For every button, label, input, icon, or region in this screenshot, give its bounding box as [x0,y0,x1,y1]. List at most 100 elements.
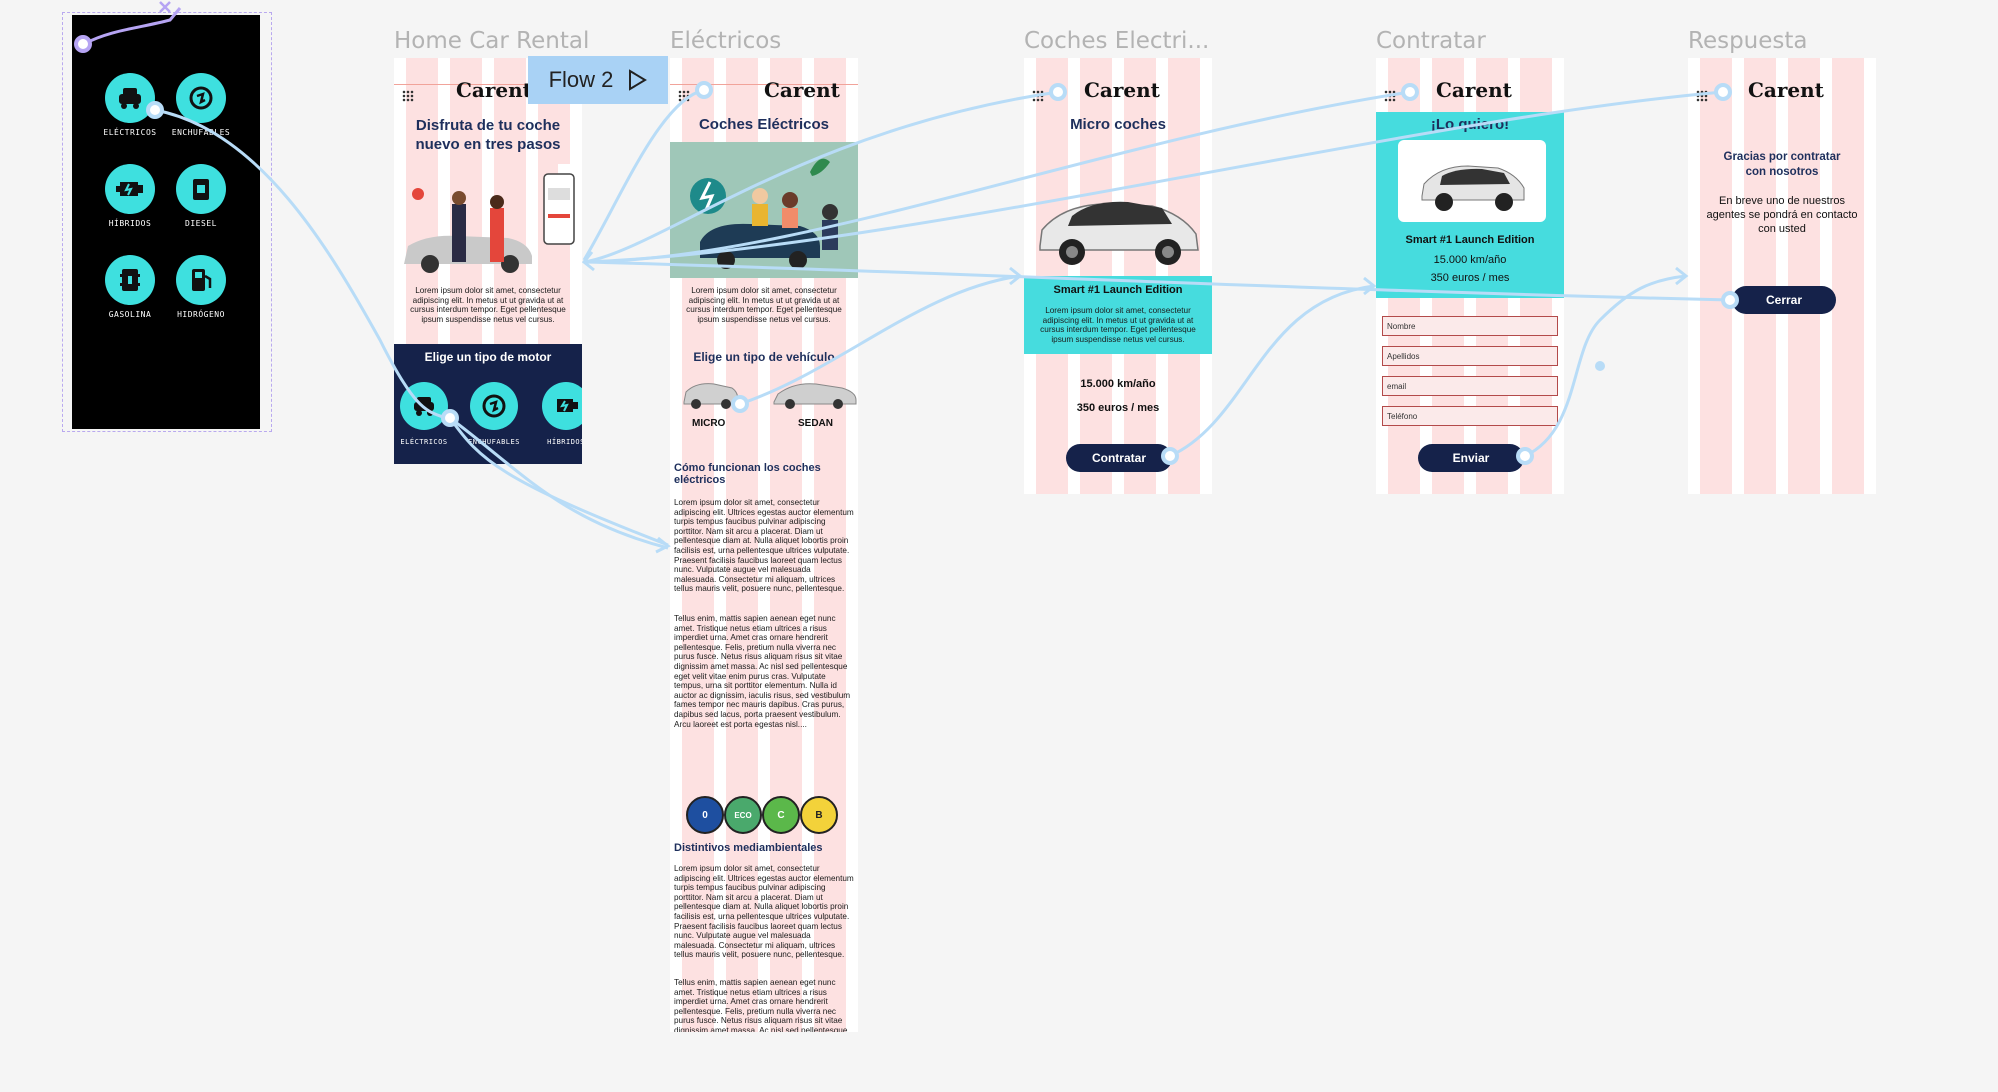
fuel-barrel-icon [120,269,140,291]
menu-item-hibridos[interactable] [105,164,155,214]
menu-label: HÍBRIDOS [108,219,152,228]
prototype-connector-start [83,7,182,46]
smart-car-image [1421,165,1525,211]
electric-hero-illustration [670,142,858,278]
frame-contratar: Carent ¡Lo quiero! Smart #1 Launch Editi… [1376,58,1564,494]
menu-label: DIESEL [185,219,217,228]
page-title: ¡Lo quiero! [1430,116,1510,133]
connector-handle[interactable] [1161,447,1179,465]
car-km: 15.000 km/año [1433,254,1507,266]
confirmation-message: En breve uno de nuestros agentes se pond… [1706,195,1858,235]
frame-title-coches[interactable]: Coches Electri... [1024,28,1210,54]
email-field[interactable]: email [1382,376,1558,396]
engine-hibridos-button[interactable] [542,382,582,430]
badge-b: B [800,796,838,834]
connector-handle[interactable] [1401,83,1419,101]
car-name: Smart #1 Launch Edition [1053,284,1183,296]
frame-home: Carent Disfruta de tu coche nuevo en tre… [394,58,582,464]
badges-paragraph-2: Tellus enim, mattis sapien aenean eget n… [674,978,848,1032]
badges-paragraph-1: Lorem ipsum dolor sit amet, consectetur … [674,864,854,960]
connector-handle[interactable] [441,409,459,427]
engine-icon [557,399,578,412]
badge-eco: ECO [724,796,762,834]
plug-icon [482,394,506,418]
car-icon [119,88,141,109]
how-paragraph-2: Tellus enim, mattis sapien aenean eget n… [674,614,851,729]
menu-item-hidrogeno[interactable] [176,255,226,305]
flow-starting-point[interactable]: Flow 2 [528,56,668,104]
vehicle-label-sedan: SEDAN [798,418,834,429]
electricos-intro-text: Lorem ipsum dolor sit amet, consectetur … [686,286,842,324]
grid-menu-icon[interactable] [1696,90,1708,102]
grid-menu-icon[interactable] [1384,90,1396,102]
menu-item-diesel[interactable] [176,164,226,214]
badges-heading: Distintivos mediambientales [674,842,823,854]
menu-label: ELÉCTRICOS [103,128,157,137]
enviar-button[interactable]: Enviar [1418,444,1524,472]
connector-start-dot[interactable] [74,35,92,53]
home-intro-text: Lorem ipsum dolor sit amet, consectetur … [410,286,566,324]
flow-label: Flow 2 [548,67,614,92]
badge-c: C [762,796,800,834]
contratar-button[interactable]: Contratar [1066,444,1172,472]
frame-electricos: Carent Coches Eléctricos Lorem ipsum dol… [670,58,858,1032]
brand-logo: Carent [1436,78,1512,102]
grid-menu-icon[interactable] [1032,90,1044,102]
brand-logo: Carent [456,78,532,102]
engine-enchufables-button[interactable] [470,382,518,430]
close-icon[interactable] [158,0,172,14]
frame-title-electricos[interactable]: Eléctricos [670,28,782,54]
brand-logo: Carent [1748,78,1824,102]
brand-logo: Carent [1084,78,1160,102]
smart-car-image [1039,201,1199,265]
thanks-heading: Gracias por contratar con nosotros [1723,151,1841,178]
engine-icon [116,182,143,196]
how-heading: Cómo funcionan los coches eléctricos [674,462,821,486]
grid-menu-icon[interactable] [402,90,414,102]
connector-handle[interactable] [695,81,713,99]
frame-title-respuesta[interactable]: Respuesta [1688,28,1808,54]
sedan-car-button[interactable] [772,374,858,410]
connector-handle[interactable] [731,395,749,413]
car-thumbnail [1398,140,1546,222]
car-price: 350 euros / mes [1430,272,1510,284]
car-price: 350 euros / mes [1076,402,1160,414]
frame-respuesta: Carent Gracias por contratar con nosotro… [1688,58,1876,494]
telefono-field[interactable]: Teléfono [1382,406,1558,426]
menu-item-enchufables[interactable] [176,73,226,123]
connector-handle[interactable] [1714,83,1732,101]
badge-0: 0 [686,796,724,834]
engine-label: HÍBRIDOS [547,438,582,446]
car-description: Lorem ipsum dolor sit amet, consectetur … [1040,306,1196,344]
frame-title-contratar[interactable]: Contratar [1376,28,1486,54]
car-name: Smart #1 Launch Edition [1405,234,1535,246]
menu-label: GASOLINA [108,310,152,319]
cerrar-button[interactable]: Cerrar [1732,286,1836,314]
menu-label: ENCHUFABLES [171,128,231,137]
vehicle-heading: Elige un tipo de vehículo [693,350,835,364]
how-paragraph-1: Lorem ipsum dolor sit amet, consectetur … [674,498,854,594]
frame-title-home[interactable]: Home Car Rental [394,28,590,54]
menu-item-gasolina[interactable] [105,255,155,305]
grid-menu-icon[interactable] [678,90,690,102]
connector-handle[interactable] [1516,447,1534,465]
car-km: 15.000 km/año [1080,378,1156,390]
connector-handle[interactable] [146,101,164,119]
engine-electricos-button[interactable] [400,382,448,430]
frame-coches: Carent Micro coches Smart #1 Launch Edit… [1024,58,1212,494]
menu-item-electricos[interactable] [105,73,155,123]
connector-handle[interactable] [1721,291,1739,309]
page-title: Disfruta de tu coche nuevo en tres pasos [415,117,561,153]
connector-handle[interactable] [1049,83,1067,101]
car-icon [414,397,434,416]
page-title: Micro coches [1070,116,1166,133]
play-icon[interactable] [627,69,648,91]
fuel-pump-icon [192,269,212,291]
apellidos-field[interactable]: Apellidos [1382,346,1558,366]
plug-icon [189,86,213,110]
nombre-field[interactable]: Nombre [1382,316,1558,336]
page-title: Coches Eléctricos [698,116,830,133]
menu-label: HIDRÓGENO [177,310,225,319]
fuel-can-icon [193,179,209,200]
rental-illustration [404,164,578,273]
